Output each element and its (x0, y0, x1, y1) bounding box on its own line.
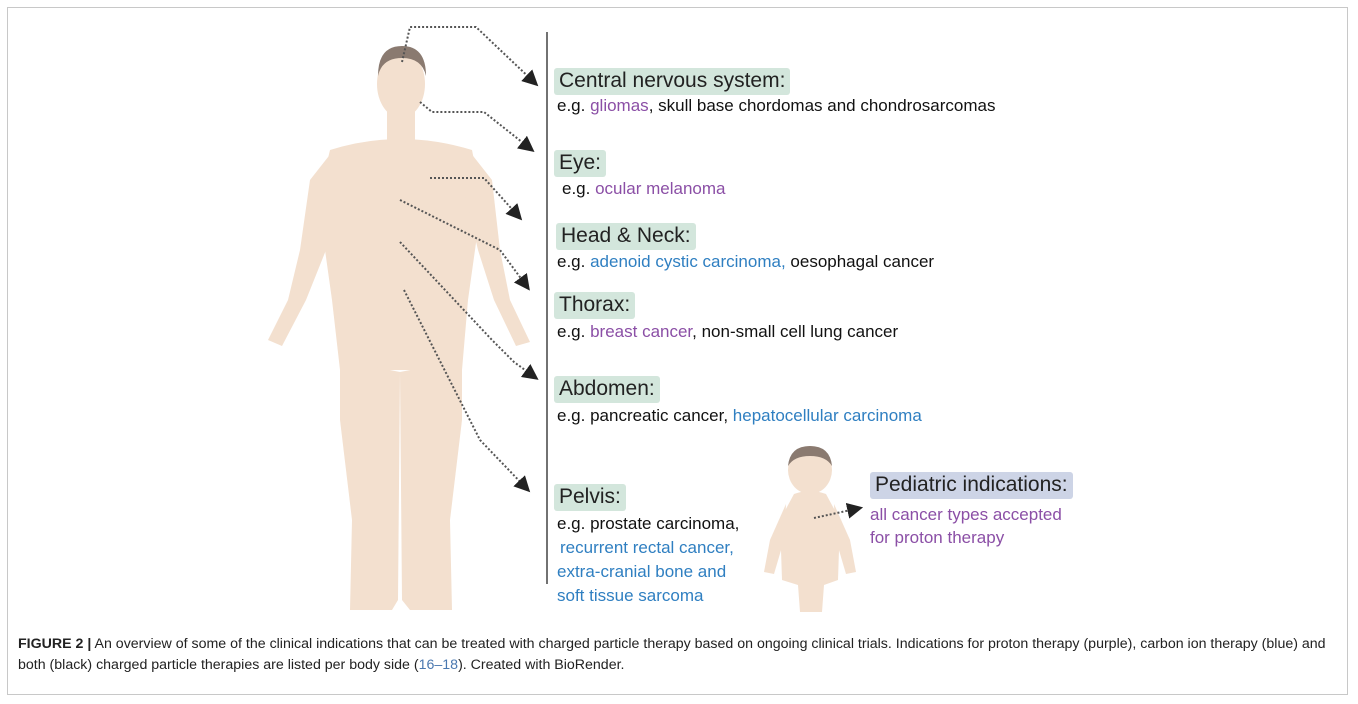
pelvis-line3: extra-cranial bone and (557, 561, 726, 583)
thorax-both-item: , non-small cell lung cancer (692, 322, 898, 341)
adult-left-leg (340, 360, 400, 610)
abdomen-prefix: e.g. pancreatic cancer, (557, 406, 733, 425)
pediatric-line1: all cancer types accepted (870, 504, 1062, 526)
pelvis-line1: e.g. prostate carcinoma, (557, 513, 739, 535)
pediatric-line2: for proton therapy (870, 527, 1004, 549)
caption-refs[interactable]: 16–18 (419, 657, 458, 673)
abdomen-carbon-item: hepatocellular carcinoma (733, 406, 922, 425)
figure-label: FIGURE 2 | (18, 636, 91, 652)
child-torso (780, 491, 840, 612)
thorax-prefix: e.g. (557, 322, 590, 341)
adult-figure (268, 50, 530, 610)
head-neck-both-item: oesophagal cancer (786, 252, 934, 271)
adult-right-leg (400, 360, 462, 610)
eye-title: Eye: (554, 150, 606, 177)
eye-prefix: e.g. (562, 179, 595, 198)
abdomen-title: Abdomen: (554, 376, 660, 403)
pelvis-line2: recurrent rectal cancer, (560, 537, 734, 559)
eye-proton-item: ocular melanoma (595, 179, 725, 198)
eye-desc: e.g. ocular melanoma (562, 178, 726, 200)
head-neck-carbon-item: adenoid cystic carcinoma, (590, 252, 786, 271)
thorax-proton-item: breast cancer (590, 322, 692, 341)
caption-text-2: ). Created with BioRender. (458, 657, 624, 673)
abdomen-desc: e.g. pancreatic cancer, hepatocellular c… (557, 405, 922, 427)
cns-prefix: e.g. (557, 96, 590, 115)
caption-text-1: An overview of some of the clinical indi… (18, 636, 1326, 673)
pelvis-title: Pelvis: (554, 484, 626, 511)
pelvis-line4: soft tissue sarcoma (557, 585, 703, 607)
pediatric-title: Pediatric indications: (870, 472, 1073, 499)
cns-both-item: , skull base chordomas and chondrosarcom… (649, 96, 996, 115)
head-neck-desc: e.g. adenoid cystic carcinoma, oesophaga… (557, 251, 934, 273)
adult-torso (318, 139, 482, 370)
child-figure (764, 446, 856, 612)
cns-desc: e.g. gliomas, skull base chordomas and c… (557, 95, 995, 117)
cns-title: Central nervous system: (554, 68, 790, 95)
head-neck-prefix: e.g. (557, 252, 590, 271)
figure-caption: FIGURE 2 | An overview of some of the cl… (18, 634, 1338, 676)
thorax-desc: e.g. breast cancer, non-small cell lung … (557, 321, 898, 343)
head-neck-title: Head & Neck: (556, 223, 696, 250)
thorax-title: Thorax: (554, 292, 635, 319)
cns-proton-item: gliomas (590, 96, 649, 115)
